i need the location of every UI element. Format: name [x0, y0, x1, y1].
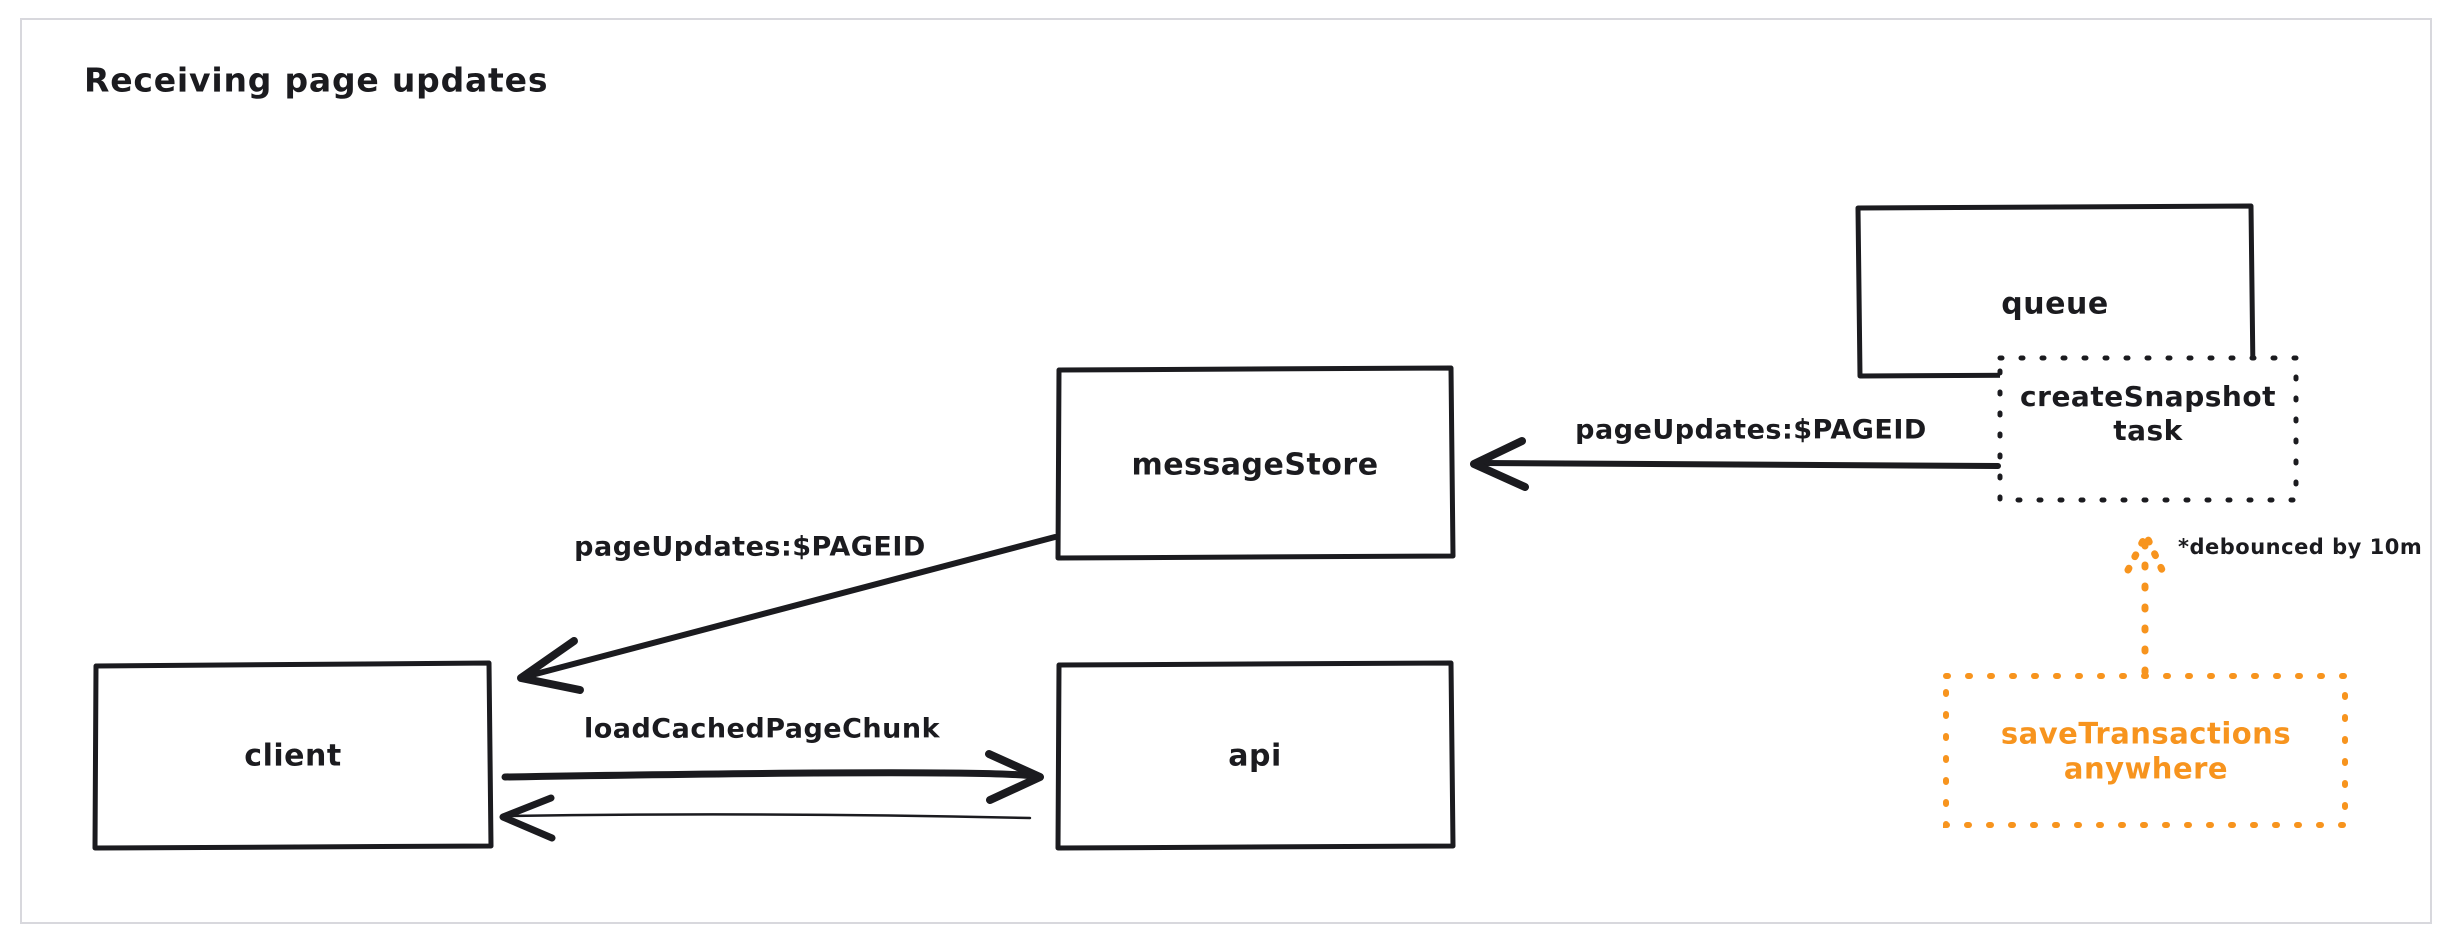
edge-label-messagestore-to-client: pageUpdates:$PAGEID: [574, 531, 926, 563]
edge-label-client-to-api: loadCachedPageChunk: [583, 713, 941, 745]
node-client-shape[interactable]: [92, 660, 494, 851]
node-label-queue: queue: [2001, 286, 2109, 322]
annotation-debounce-note: *debounced by 10m: [2178, 535, 2423, 559]
savetransactions-label-line2: anywhere: [2063, 752, 2229, 786]
node-api-shape[interactable]: [1055, 660, 1456, 851]
edge-messagestore-to-client[interactable]: [517, 534, 1058, 694]
edge-createsnapshot-to-messagestore[interactable]: [1470, 437, 2001, 491]
createsnapshot-label-line1: createSnapshot: [2020, 379, 2276, 413]
createsnapshot-label-line2: task: [2113, 414, 2183, 447]
node-label-savetransactions: saveTransactions anywhere: [2001, 717, 2291, 788]
node-messagestore-shape[interactable]: [1055, 365, 1456, 561]
node-createsnapshot-task-shape[interactable]: [1997, 355, 2299, 503]
edge-label-createsnapshot-to-messagestore: pageUpdates:$PAGEID: [1575, 414, 1927, 446]
node-savetransactions-shape[interactable]: [1943, 673, 2348, 828]
edge-client-to-api[interactable]: [501, 750, 1044, 804]
node-label-api: api: [1228, 738, 1282, 774]
edge-savetransactions-to-createsnapshot[interactable]: [2124, 531, 2167, 676]
edge-api-to-client[interactable]: [499, 794, 1032, 842]
savetransactions-label-line1: saveTransactions: [2000, 716, 2292, 751]
page-title: Receiving page updates: [84, 60, 549, 100]
node-label-messagestore: messageStore: [1131, 447, 1379, 483]
node-label-client: client: [244, 738, 342, 774]
node-label-createsnapshot-task: createSnapshot task: [2020, 380, 2276, 448]
